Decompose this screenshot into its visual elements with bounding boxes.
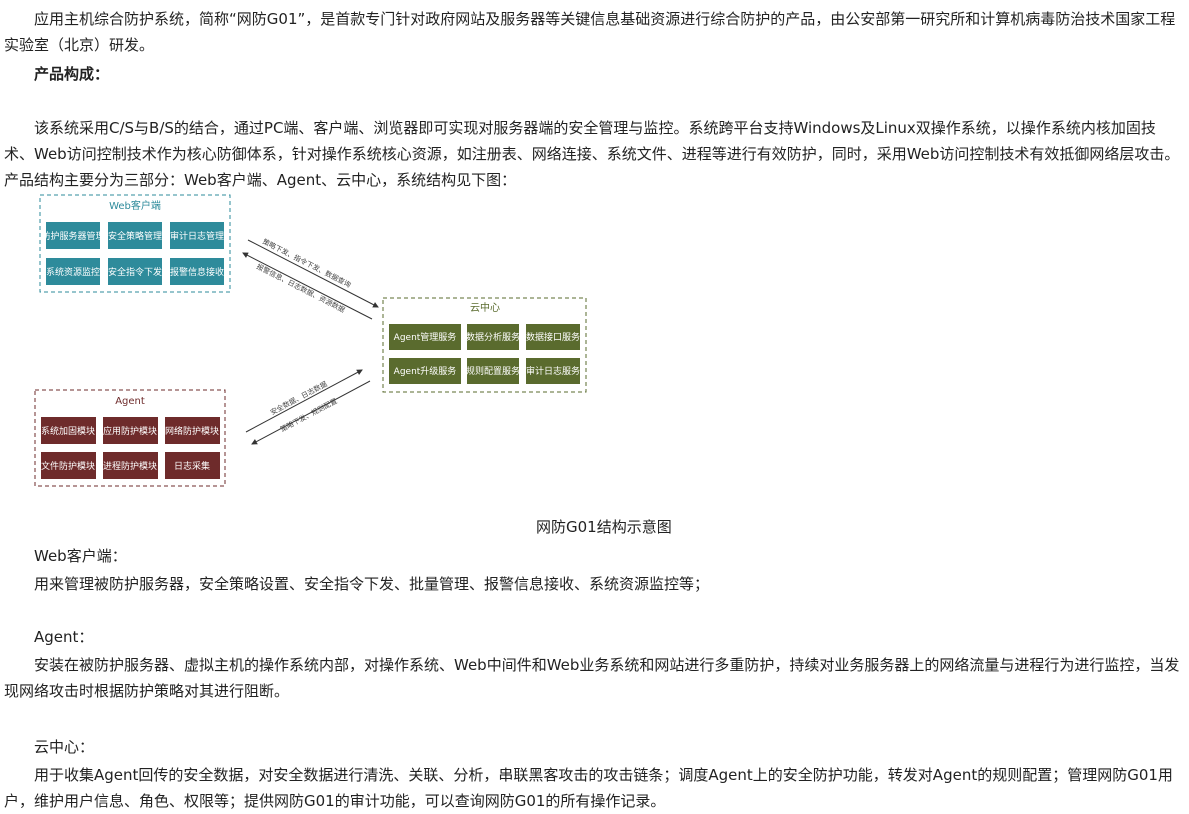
web-box xyxy=(108,222,162,249)
cloud-box xyxy=(389,324,461,350)
agent-text: 安装在被防护服务器、虚拟主机的操作系统内部，对操作系统、Web中间件和Web业务… xyxy=(4,656,1180,700)
cloud-box-label: 数据分析服务 xyxy=(466,331,520,343)
web-group-title: Web客户端 xyxy=(109,199,161,212)
cloud-group-border xyxy=(382,297,587,393)
web-box-label: 审计日志管理 xyxy=(170,230,224,242)
web-box xyxy=(170,258,224,285)
arrow-label-web-top: 策略下发、指令下发、数据查询 xyxy=(261,237,352,290)
arrow-cloud-to-web xyxy=(242,252,373,320)
web-client-heading: Web客户端： xyxy=(34,547,127,565)
web-group-border xyxy=(39,194,231,293)
web-box xyxy=(46,222,100,249)
cloud-box xyxy=(467,324,519,350)
section-heading: 产品构成： xyxy=(34,65,110,83)
arrow-cloud-to-agent xyxy=(251,380,371,445)
cloud-center-text: 用于收集Agent回传的安全数据，对安全数据进行清洗、关联、分析，串联黑客攻击的… xyxy=(4,766,1173,810)
agent-box xyxy=(103,417,158,444)
agent-box-label: 网络防护模块 xyxy=(165,425,219,437)
agent-group-title: Agent xyxy=(115,396,145,407)
agent-box-label: 系统加固模块 xyxy=(41,425,95,437)
agent-group-border xyxy=(34,389,226,487)
cloud-box-label: Agent管理服务 xyxy=(394,331,457,343)
web-client-text: 用来管理被防护服务器，安全策略设置、安全指令下发、批量管理、报警信息接收、系统资… xyxy=(34,575,710,593)
web-box-label: 安全策略管理 xyxy=(108,230,162,242)
arrow-agent-to-cloud xyxy=(245,369,363,433)
agent-box-label: 应用防护模块 xyxy=(103,425,157,437)
intro-paragraph: 应用主机综合防护系统，简称“网防G01”，是首款专门针对政府网站及服务器等关键信… xyxy=(4,10,1176,54)
cloud-box xyxy=(526,358,580,384)
cloud-box-label: 数据接口服务 xyxy=(526,331,580,343)
web-box-label: 系统资源监控 xyxy=(46,266,100,278)
cloud-box xyxy=(389,358,461,384)
arrow-label-agent-top: 安全数据、日志数据 xyxy=(269,379,329,417)
cloud-box-label: Agent升级服务 xyxy=(394,365,457,377)
cloud-box-label: 规则配置服务 xyxy=(466,365,520,377)
web-client-group: Web客户端 防护服务器管理 安全策略管理 审计日志管理 系统资源监控 安全指令… xyxy=(39,194,231,293)
agent-box xyxy=(41,452,96,479)
agent-box-label: 文件防护模块 xyxy=(41,460,95,472)
cloud-center-group: 云中心 Agent管理服务 数据分析服务 数据接口服务 Agent升级服务 规则… xyxy=(382,297,587,393)
cloud-box xyxy=(526,324,580,350)
agent-box-label: 日志采集 xyxy=(174,460,210,472)
agent-box xyxy=(103,452,158,479)
web-box xyxy=(170,222,224,249)
agent-group: Agent 系统加固模块 应用防护模块 网络防护模块 文件防护模块 进程防护模块… xyxy=(34,389,226,487)
web-box-label: 报警信息接收 xyxy=(170,266,224,278)
agent-heading: Agent： xyxy=(34,628,94,646)
cloud-center-heading: 云中心： xyxy=(34,738,95,756)
agent-box xyxy=(165,417,220,444)
agent-box xyxy=(41,417,96,444)
arrow-web-to-cloud xyxy=(247,239,379,308)
agent-box xyxy=(165,452,220,479)
cloud-group-title: 云中心 xyxy=(470,301,500,314)
diagram-caption: 网防G01结构示意图 xyxy=(536,518,672,536)
web-box xyxy=(108,258,162,285)
agent-box-label: 进程防护模块 xyxy=(103,460,157,472)
structure-paragraph: 该系统采用C/S与B/S的结合，通过PC端、客户端、浏览器即可实现对服务器端的安… xyxy=(4,119,1180,189)
web-box xyxy=(46,258,100,285)
cloud-box xyxy=(467,358,519,384)
arrow-label-web-bottom: 报警信息、日志数据、资源数据 xyxy=(255,262,346,315)
web-box-label: 安全指令下发 xyxy=(108,266,162,278)
cloud-box-label: 审计日志服务 xyxy=(526,365,580,377)
arrow-label-agent-bottom: 策略下发、规则配置 xyxy=(279,396,339,434)
web-box-label: 防护服务器管理 xyxy=(41,230,104,242)
